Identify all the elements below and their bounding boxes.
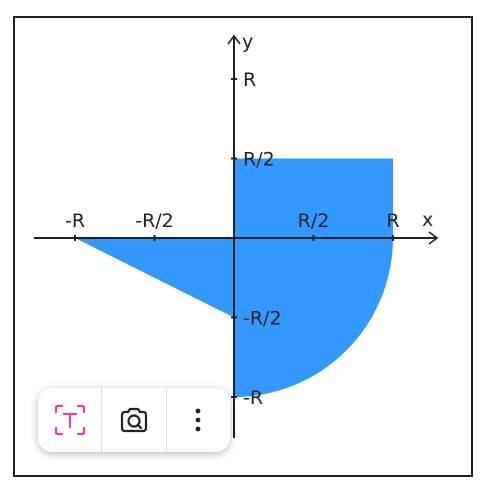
x-tick-label: R [386, 210, 399, 232]
more-options-button[interactable] [165, 388, 230, 452]
x-tick-label: -R [65, 210, 85, 232]
more-vertical-icon [195, 408, 201, 432]
region-triangle [75, 238, 234, 318]
x-tick-label: -R/2 [135, 210, 174, 232]
camera-icon [120, 407, 148, 433]
x-axis-arrow [428, 231, 439, 245]
y-tick-label: -R [243, 387, 263, 409]
x-axis-name: x [422, 209, 433, 231]
floating-toolbar [38, 388, 230, 452]
axes: x y [34, 31, 439, 438]
screenshot-button[interactable] [101, 388, 165, 452]
region-rectangle [234, 158, 393, 238]
y-tick-label: -R/2 [243, 308, 282, 330]
y-tick-label: R/2 [243, 149, 275, 171]
shaded-regions [75, 158, 393, 397]
text-select-button[interactable] [38, 388, 101, 452]
region-quarter-circle [234, 238, 393, 397]
y-axis-name: y [242, 31, 253, 53]
y-tick-label: R [243, 69, 256, 91]
text-select-icon [54, 404, 85, 436]
y-axis-arrow [227, 34, 241, 45]
x-tick-label: R/2 [298, 210, 330, 232]
